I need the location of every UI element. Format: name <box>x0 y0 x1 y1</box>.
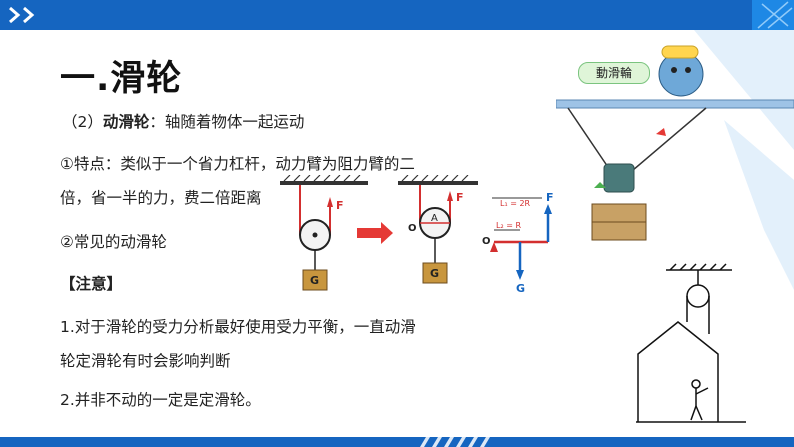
movable-pulley-definition: （2）动滑轮：轴随着物体一起运动 <box>62 110 304 132</box>
house-outline <box>637 321 719 422</box>
l2-label: L₂ = R <box>496 221 521 230</box>
pull-arrow <box>656 128 666 136</box>
ceiling-beam <box>398 181 478 185</box>
fulcrum-marker <box>490 242 498 252</box>
definition-text: ：轴随着物体一起运动 <box>149 113 305 131</box>
mascot-bird <box>658 51 704 97</box>
background-watermark <box>694 30 794 290</box>
fulcrum-label: O <box>408 223 417 234</box>
force-arrow <box>327 197 333 207</box>
ceiling-hatch <box>401 175 469 182</box>
stick-figure-arm <box>695 387 709 395</box>
mascot-speech-bubble: 動滑輪 <box>578 62 650 84</box>
force-arrow <box>447 191 453 201</box>
term-movable-pulley: 动滑轮 <box>102 113 150 131</box>
double-chevron-icon <box>9 6 35 24</box>
effort-arrow <box>544 204 552 214</box>
header-corner-decoration <box>752 0 794 30</box>
stick-figure-head <box>691 379 701 389</box>
weight-block <box>422 262 448 284</box>
lift-arrow <box>594 182 606 188</box>
ceiling-beam <box>280 181 368 185</box>
weight-label: G <box>430 267 439 280</box>
grid-pattern-icon <box>757 1 793 29</box>
load-label: G <box>516 282 525 295</box>
movable-pulley-diagram: F G <box>280 175 368 291</box>
pulley-house-sketch <box>636 263 746 423</box>
note-item-1-line2: 轮定滑轮有时会影响判断 <box>60 352 231 370</box>
fulcrum-label: O <box>482 236 491 247</box>
lever-pulley-diagram: A O F G <box>398 175 478 284</box>
transform-arrow-icon <box>357 222 393 244</box>
load-arrow <box>516 270 524 280</box>
force-label: F <box>336 199 344 212</box>
ceiling-hatch <box>283 175 361 182</box>
lever-arm-diagram: L₁ = 2R L₂ = R F G O <box>482 191 554 295</box>
pulley-wheel <box>686 284 710 308</box>
header-bar <box>0 0 794 30</box>
stick-figure-leg <box>695 405 703 421</box>
stick-figure-leg <box>690 405 697 421</box>
mascot-eye <box>685 67 691 73</box>
steel-beam <box>556 99 794 109</box>
mascot-eye <box>671 67 677 73</box>
pulley-block <box>603 163 635 193</box>
note-item-2: 2.并非不动的一定是定滑轮。 <box>60 391 261 409</box>
force-label: F <box>546 191 554 204</box>
footer-bar <box>0 437 794 447</box>
crane-pulley-illustration <box>556 45 794 241</box>
hard-hat <box>661 45 699 59</box>
feature-text-line2: 倍，省一半的力，费二倍距离 <box>60 189 262 207</box>
note-item-1-line1: 1.对于滑轮的受力分析最好使用受力平衡，一直动滑 <box>60 318 416 336</box>
force-label: F <box>456 191 464 204</box>
rope-right <box>625 107 707 177</box>
feature-text-line1: ①特点：类似于一个省力杠杆，动力臂为阻力臂的二 <box>60 155 415 173</box>
weight-label: G <box>310 274 319 287</box>
footer-stripes-decoration <box>420 437 490 447</box>
l1-label: L₁ = 2R <box>500 199 531 208</box>
page-title: 一.滑轮 <box>60 59 183 99</box>
item-number: （2） <box>62 113 103 131</box>
axle-label: A <box>431 213 438 224</box>
common-pulleys-heading: ②常见的动滑轮 <box>60 233 167 251</box>
weight-block <box>302 269 328 291</box>
pulley-axle <box>312 232 318 238</box>
note-heading: 【注意】 <box>60 275 123 293</box>
